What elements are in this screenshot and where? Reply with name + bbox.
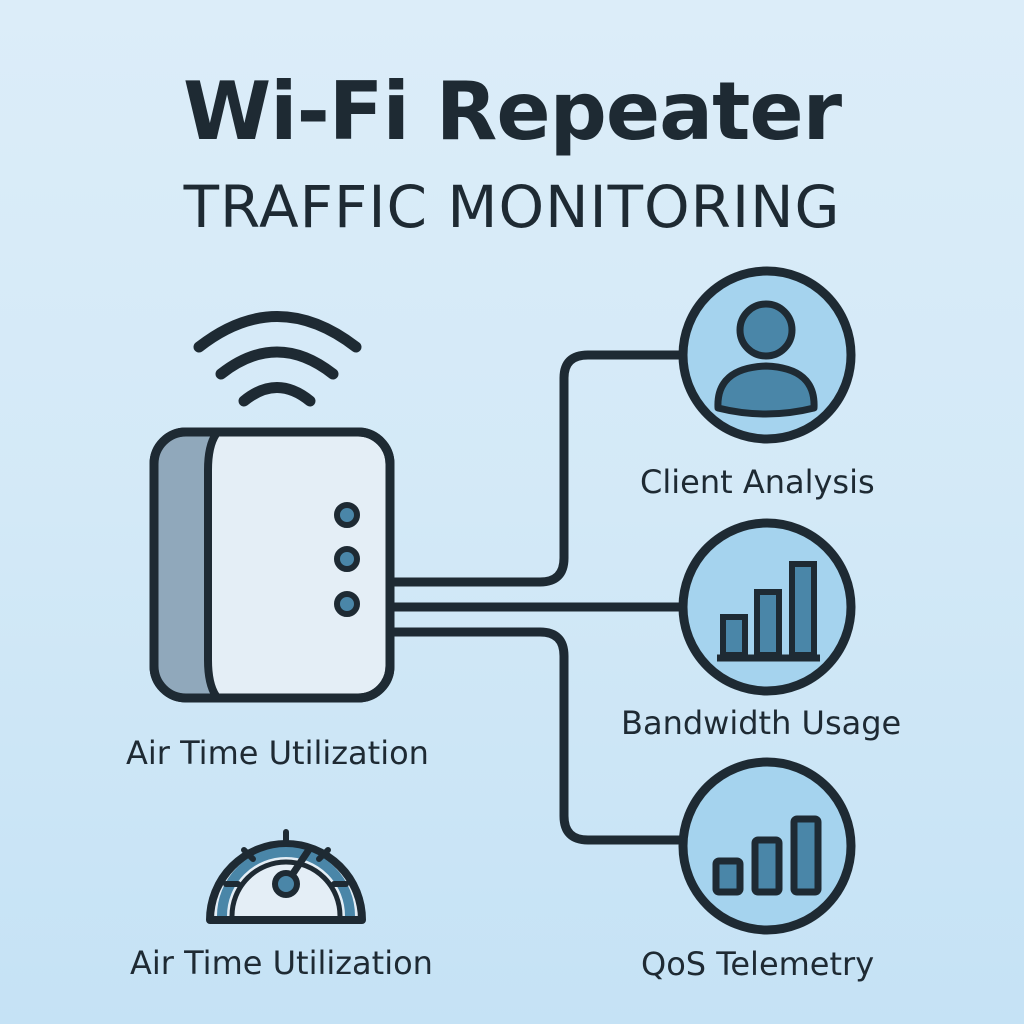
status-led-icons <box>334 502 360 617</box>
page-title: Wi-Fi Repeater <box>182 65 842 158</box>
node-bandwidth-usage[interactable] <box>678 518 856 696</box>
page-subtitle: TRAFFIC MONITORING <box>183 173 841 241</box>
signal-bars-icon <box>712 815 822 896</box>
bar-chart-icon <box>717 561 820 662</box>
node-client-analysis[interactable] <box>678 266 856 444</box>
gauge-label: Air Time Utilization <box>130 944 433 982</box>
connector-lines <box>387 350 689 845</box>
node-label-qos-telemetry: QoS Telemetry <box>641 945 875 983</box>
connector-qos-telemetry <box>387 627 689 845</box>
wifi-icon <box>193 311 362 407</box>
repeater-device[interactable] <box>149 427 395 703</box>
device-label: Air Time Utilization <box>126 734 429 772</box>
node-label-client-analysis: Client Analysis <box>640 463 875 501</box>
user-icon <box>714 300 818 418</box>
node-label-bandwidth-usage: Bandwidth Usage <box>621 704 902 742</box>
node-qos-telemetry[interactable] <box>678 757 856 935</box>
speedometer-icon[interactable] <box>206 829 366 924</box>
connector-client-analysis <box>387 350 689 587</box>
